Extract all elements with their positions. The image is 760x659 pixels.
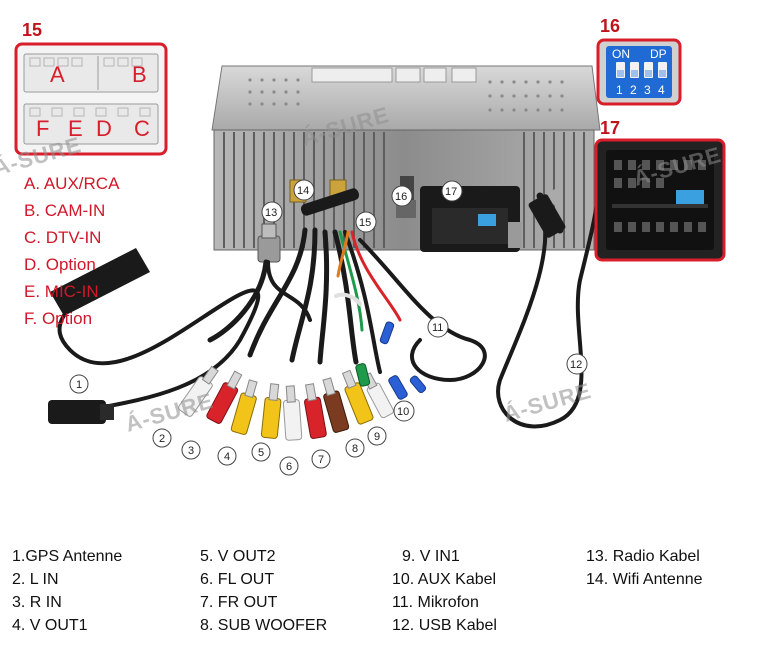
rca-plugs xyxy=(178,321,427,441)
marker-17: 17 xyxy=(441,180,463,202)
svg-text:4: 4 xyxy=(224,451,230,463)
connector-legend: A. AUX/RCA B. CAM-IN C. DTV-IN D. Option… xyxy=(24,170,214,332)
svg-text:6: 6 xyxy=(286,461,292,473)
photo-markers: 1 2 3 4 5 6 7 8 9 10 11 12 13 14 15 16 1… xyxy=(69,179,588,476)
marker-11: 11 xyxy=(427,316,449,338)
svg-text:9: 9 xyxy=(374,431,380,443)
parts-column-4: 13. Radio Kabel 14. Wifi Antenne xyxy=(586,545,703,591)
legend-item-c: C. DTV-IN xyxy=(24,228,102,247)
callout-16-number: 16 xyxy=(600,16,620,36)
svg-text:13: 13 xyxy=(265,207,277,219)
watermark-3: Á-SURE xyxy=(122,388,216,437)
callout-15-number: 15 xyxy=(22,20,42,40)
part-item: 1.GPS Antenne xyxy=(12,548,123,565)
marker-14: 14 xyxy=(293,179,315,201)
dip-number-1: 1 xyxy=(616,83,623,97)
marker-2: 2 xyxy=(152,428,172,448)
svg-text:7: 7 xyxy=(318,454,324,466)
part-item: 9. V IN1 xyxy=(402,548,460,565)
part-item: 12. USB Kabel xyxy=(392,617,497,634)
marker-9: 9 xyxy=(367,426,387,446)
part-item: 14. Wifi Antenne xyxy=(586,571,703,588)
connector-label-e: E xyxy=(68,116,83,141)
marker-16: 16 xyxy=(391,185,413,207)
part-item: 6. FL OUT xyxy=(200,571,275,588)
callout-17-number: 17 xyxy=(600,118,620,138)
part-item: 5. V OUT2 xyxy=(200,548,276,565)
dip-number-2: 2 xyxy=(630,83,637,97)
svg-text:17: 17 xyxy=(445,186,457,198)
svg-text:12: 12 xyxy=(570,359,582,371)
part-item: 3. R IN xyxy=(12,594,62,611)
dip-dp-label: DP xyxy=(650,47,667,61)
marker-6: 6 xyxy=(279,456,299,476)
callout-16: 16 ON DP 1 2 3 4 xyxy=(596,16,682,106)
marker-15: 15 xyxy=(355,211,377,233)
callout-17: 17 xyxy=(594,118,726,262)
legend-item-e: E. MIC-IN xyxy=(24,282,99,301)
parts-list: 1.GPS Antenne 2. L IN 3. R IN 4. V OUT1 … xyxy=(0,545,760,655)
marker-8: 8 xyxy=(345,438,365,458)
marker-7: 7 xyxy=(311,449,331,469)
legend-item-f: F. Option xyxy=(24,309,93,328)
marker-10: 10 xyxy=(393,400,415,422)
marker-1: 1 xyxy=(69,374,89,394)
svg-text:8: 8 xyxy=(352,443,358,455)
gps-antenna-module xyxy=(48,248,150,424)
legend-item-a: A. AUX/RCA xyxy=(24,174,120,193)
part-item: 2. L IN xyxy=(12,571,59,588)
wiring-diagram: 15 A B F E D C 16 ON DP 1 2 3 4 xyxy=(0,16,726,476)
marker-4: 4 xyxy=(217,446,237,466)
head-unit-chassis xyxy=(211,65,601,252)
connector-label-d: D xyxy=(96,116,112,141)
svg-text:14: 14 xyxy=(297,185,309,197)
dip-on-label: ON xyxy=(612,47,630,61)
connector-label-a: A xyxy=(50,62,65,87)
marker-13: 13 xyxy=(261,201,283,223)
svg-text:16: 16 xyxy=(395,191,407,203)
part-item: 4. V OUT1 xyxy=(12,617,88,634)
parts-column-3: 9. V IN1 10. AUX Kabel 11. Mikrofon 12. … xyxy=(392,545,497,637)
part-item: 8. SUB WOOFER xyxy=(200,617,328,634)
dip-number-4: 4 xyxy=(658,83,665,97)
svg-text:10: 10 xyxy=(397,406,409,418)
callout-15: 15 A B F E D C xyxy=(14,20,168,156)
svg-text:5: 5 xyxy=(258,447,264,459)
marker-3: 3 xyxy=(181,440,201,460)
svg-text:2: 2 xyxy=(159,433,165,445)
usb-plug xyxy=(528,188,566,238)
legend-item-b: B. CAM-IN xyxy=(24,201,106,220)
part-item: 7. FR OUT xyxy=(200,594,278,611)
part-item: 10. AUX Kabel xyxy=(392,571,497,588)
legend-item-d: D. Option xyxy=(24,255,96,274)
svg-text:11: 11 xyxy=(432,322,443,334)
marker-5: 5 xyxy=(251,442,271,462)
svg-text:15: 15 xyxy=(359,217,371,229)
diagram-canvas: 15 A B F E D C 16 ON DP 1 2 3 4 xyxy=(0,16,726,476)
dip-number-3: 3 xyxy=(644,83,651,97)
svg-text:1: 1 xyxy=(76,379,82,391)
connector-label-b: B xyxy=(132,62,147,87)
marker-12: 12 xyxy=(566,353,588,375)
connector-label-f: F xyxy=(36,116,49,141)
parts-column-2: 5. V OUT2 6. FL OUT 7. FR OUT 8. SUB WOO… xyxy=(200,545,327,637)
part-item: 11. Mikrofon xyxy=(392,594,479,611)
svg-text:3: 3 xyxy=(188,445,194,457)
watermark-4: Á-SURE xyxy=(500,378,594,427)
connector-label-c: C xyxy=(134,116,150,141)
part-item: 13. Radio Kabel xyxy=(586,548,700,565)
parts-column-1: 1.GPS Antenne 2. L IN 3. R IN 4. V OUT1 xyxy=(12,545,122,637)
